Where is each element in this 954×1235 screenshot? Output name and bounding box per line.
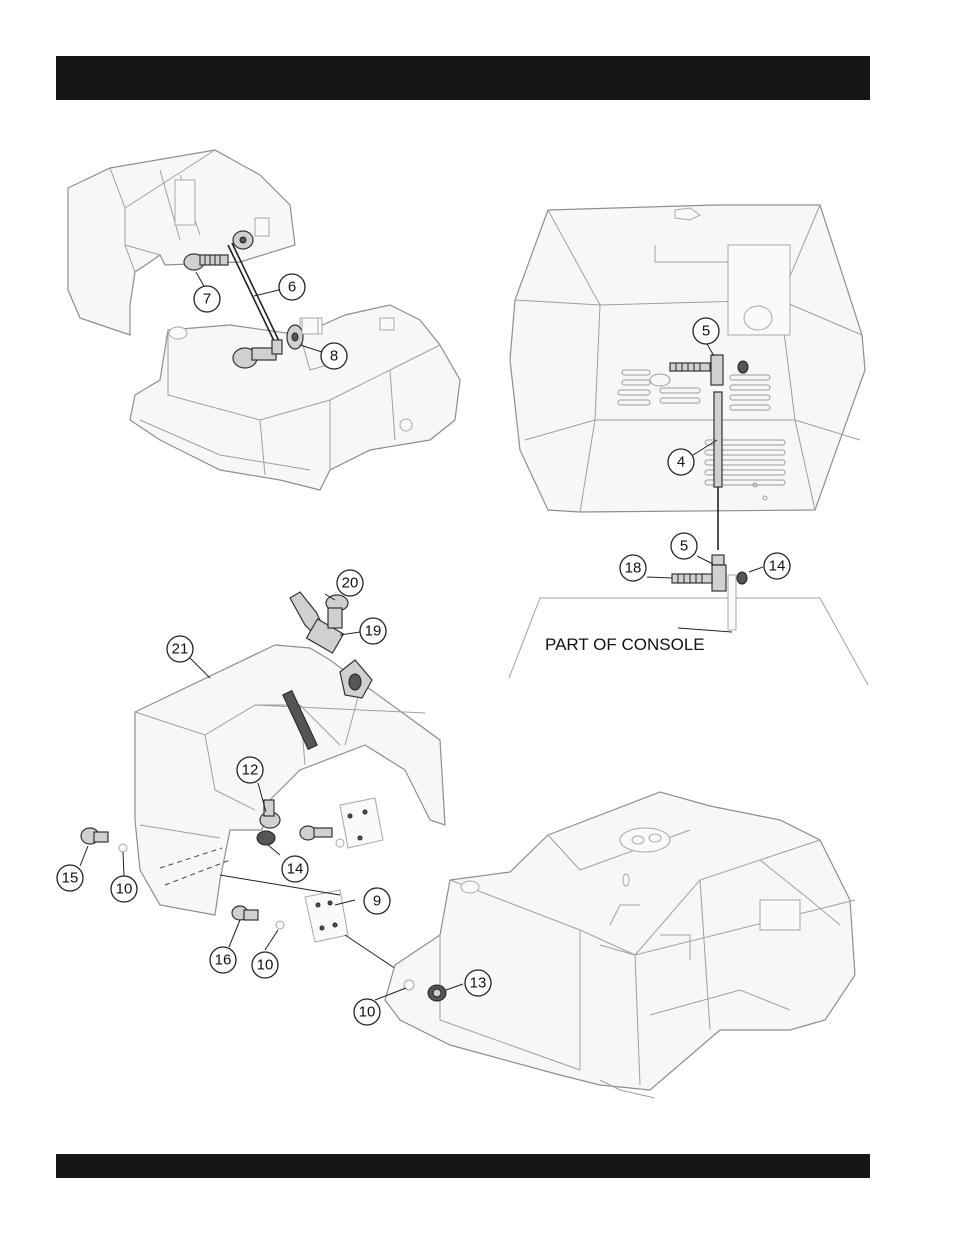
bolt-15-washer-10 [81, 828, 127, 852]
callout-14-console: 14 [764, 553, 790, 579]
callout-16: 16 [210, 947, 236, 973]
callout-19: 19 [360, 618, 386, 644]
callout-10-middle: 10 [252, 952, 278, 978]
callout-6: 6 [279, 274, 305, 300]
svg-text:5: 5 [680, 538, 688, 555]
console-chassis-bottomright [375, 792, 855, 1098]
svg-text:12: 12 [242, 762, 259, 779]
callout-4: 4 [668, 449, 694, 475]
svg-text:10: 10 [116, 881, 133, 898]
callout-9: 9 [364, 888, 390, 914]
callout-18: 18 [620, 555, 646, 581]
svg-text:5: 5 [702, 323, 710, 340]
callout-7: 7 [194, 286, 220, 312]
svg-text:19: 19 [365, 623, 382, 640]
svg-text:9: 9 [373, 893, 381, 910]
svg-text:10: 10 [359, 1004, 376, 1021]
svg-text:21: 21 [172, 641, 189, 658]
svg-text:8: 8 [330, 348, 338, 365]
svg-text:16: 16 [215, 952, 232, 969]
hood-underside-topright: PART OF CONSOLE [509, 205, 868, 685]
svg-text:6: 6 [288, 279, 296, 296]
svg-text:14: 14 [769, 558, 786, 575]
svg-text:18: 18 [625, 560, 642, 577]
svg-text:13: 13 [470, 975, 487, 992]
hood-exploded-bottomleft [80, 592, 445, 975]
svg-text:7: 7 [203, 291, 211, 308]
svg-text:20: 20 [342, 575, 359, 592]
console-assembly-topleft [68, 150, 460, 490]
bolt-16-washer-10 [232, 906, 284, 929]
callout-8: 8 [321, 343, 347, 369]
callout-10-right: 10 [354, 999, 380, 1025]
callout-13: 13 [465, 970, 491, 996]
callout-14-hood: 14 [282, 856, 308, 882]
bolt-mid [300, 826, 344, 847]
callout-12: 12 [237, 757, 263, 783]
hinge-upper [340, 798, 383, 848]
hinge-9 [305, 890, 348, 942]
callout-21: 21 [167, 636, 193, 662]
callout-10-left: 10 [111, 876, 137, 902]
svg-text:15: 15 [62, 870, 79, 887]
part-of-console-label: PART OF CONSOLE [545, 635, 705, 654]
callout-5-upper: 5 [693, 318, 719, 344]
svg-text:10: 10 [257, 957, 274, 974]
callout-15: 15 [57, 865, 83, 891]
callout-20: 20 [337, 570, 363, 596]
callout-5-lower: 5 [671, 533, 697, 559]
svg-text:4: 4 [677, 454, 685, 471]
svg-text:14: 14 [287, 861, 304, 878]
